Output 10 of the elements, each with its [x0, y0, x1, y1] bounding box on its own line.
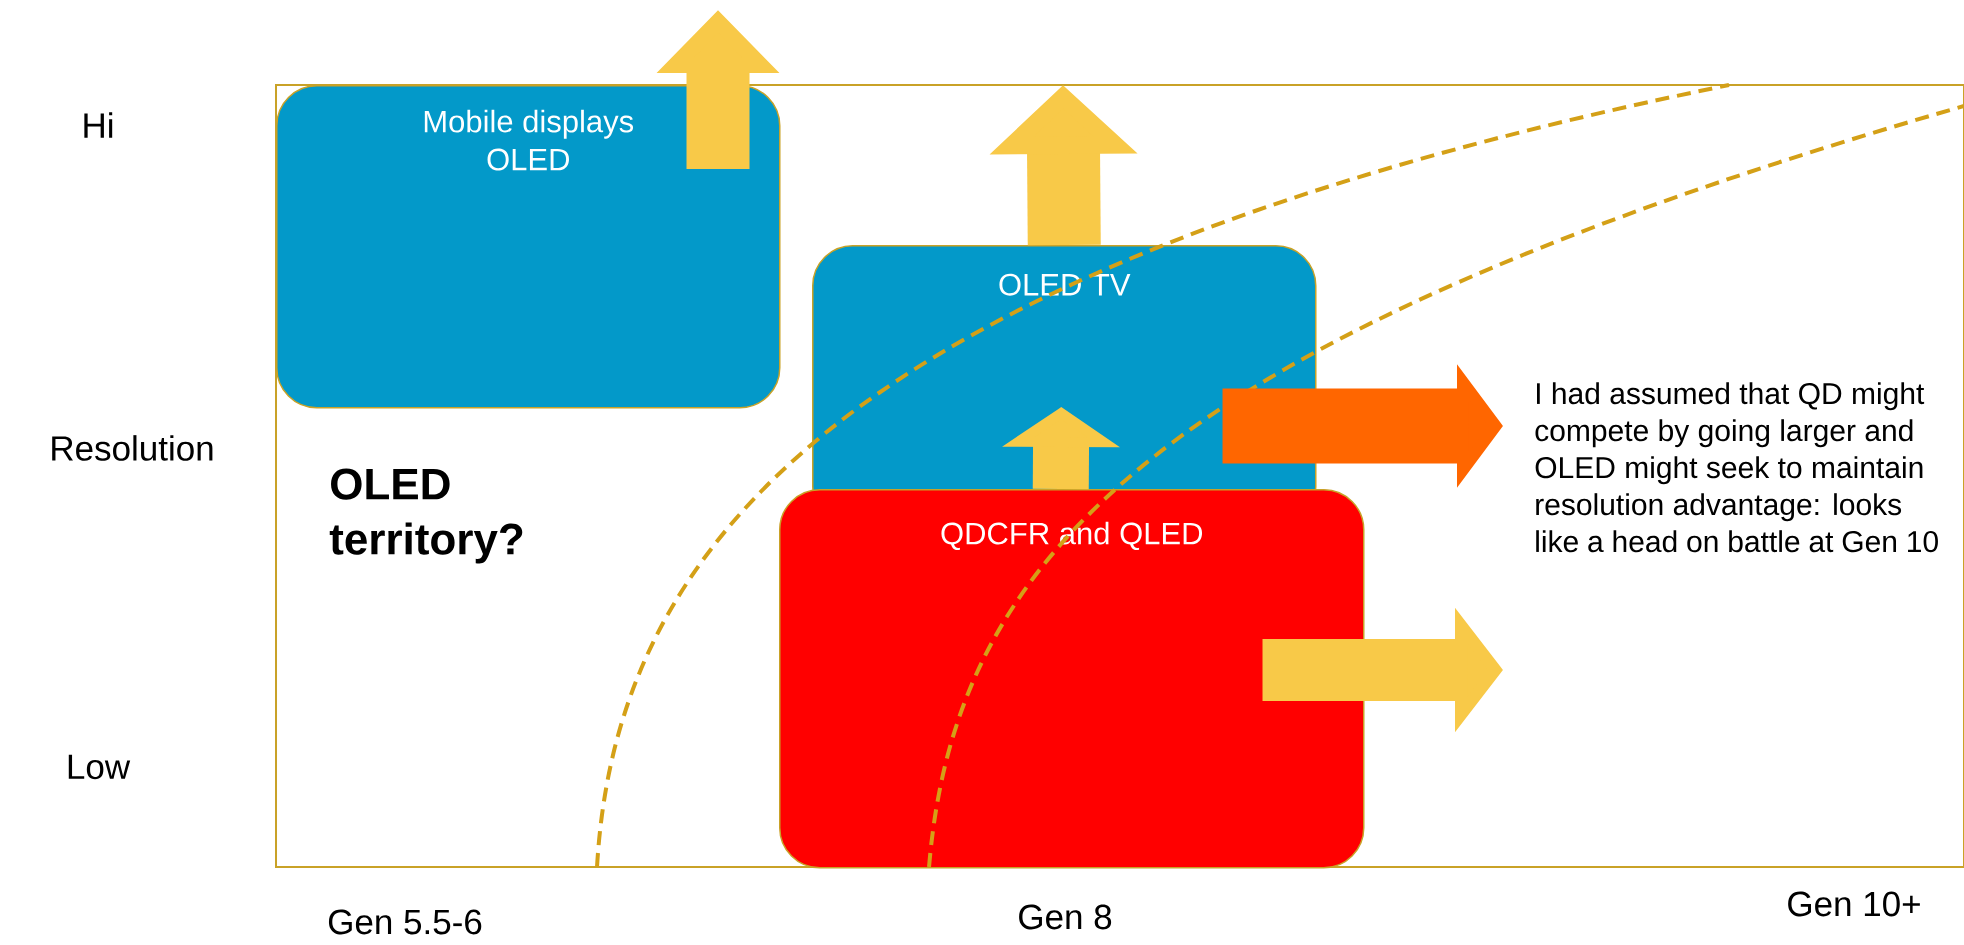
axis-label: Resolution	[52, 435, 213, 461]
axis-label: Hi	[84, 112, 113, 138]
note-text: I had assumed that QD might compete by going larger and OLED might seek to maintain resolution advantage: looks like a head on battle at Gen 10	[1535, 382, 1938, 553]
rounded-box: QDCFR and QLED	[779, 489, 1365, 869]
rounded-box: Mobile displays OLED	[276, 85, 781, 409]
axis-label: Gen 10+	[1788, 891, 1920, 917]
axis-label: Low	[68, 754, 131, 780]
axis-label: Gen 8	[1019, 904, 1112, 930]
axis-label: Gen 5.5-6	[328, 909, 482, 935]
axis-label: OLED territory?	[329, 468, 523, 564]
